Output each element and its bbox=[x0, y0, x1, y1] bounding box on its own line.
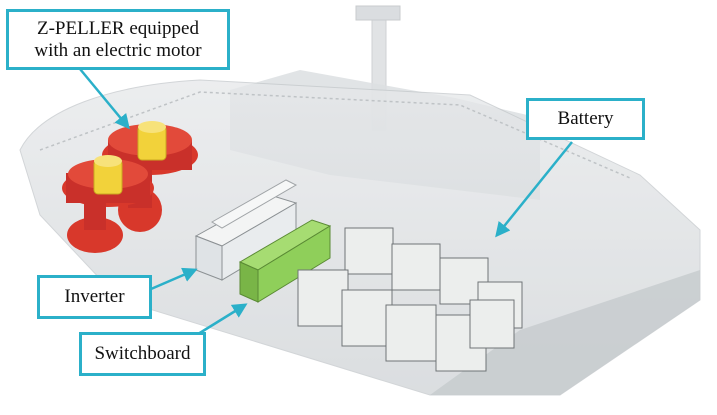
inverter-label: Inverter bbox=[64, 286, 125, 307]
callout-arrows bbox=[79, 68, 573, 341]
lower-hull bbox=[430, 270, 700, 395]
zpeller-label: Z-PELLER equipped with an electric motor bbox=[34, 17, 202, 61]
switchboard-callout: Switchboard bbox=[79, 332, 206, 376]
battery-row-2 bbox=[297, 269, 487, 372]
battery-row-3 bbox=[469, 281, 523, 349]
battery-row-1 bbox=[344, 227, 489, 305]
zpeller-callout: Z-PELLER equipped with an electric motor bbox=[6, 9, 230, 70]
battery-arrow bbox=[495, 141, 573, 238]
battery-modules bbox=[297, 227, 523, 372]
inverter-cabinets bbox=[194, 179, 298, 281]
battery-label: Battery bbox=[557, 108, 614, 129]
zpeller-units bbox=[62, 121, 198, 253]
switchboard-label: Switchboard bbox=[94, 343, 191, 364]
inverter-callout: Inverter bbox=[37, 275, 152, 319]
battery-callout: Battery bbox=[526, 98, 645, 140]
zpeller-arrow bbox=[79, 68, 130, 130]
zpeller-unit-fwd bbox=[62, 155, 154, 253]
inverter-arrow bbox=[150, 267, 198, 291]
switchboard-cabinets bbox=[238, 219, 332, 303]
mast-platform bbox=[355, 5, 401, 21]
